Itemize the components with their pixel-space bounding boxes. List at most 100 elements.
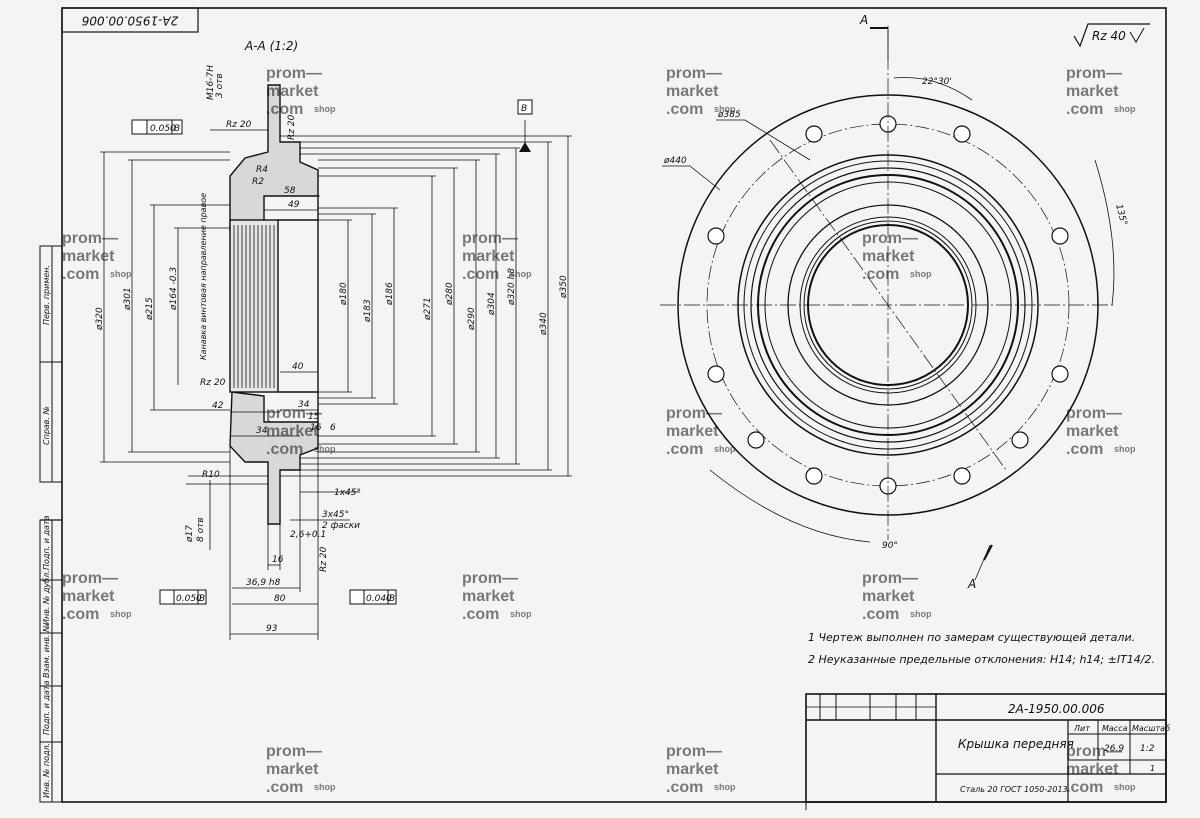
top-code: 2А-1950.00.006 xyxy=(81,14,178,28)
svg-text:.com: .com xyxy=(862,606,899,623)
svg-text:prom—: prom— xyxy=(862,230,918,247)
angle-top: 22°30' xyxy=(922,77,952,87)
svg-text:market: market xyxy=(266,423,319,440)
svg-text:shop: shop xyxy=(314,444,336,454)
dim-d280: ø280 xyxy=(445,282,455,306)
hole-dia: ø17 xyxy=(185,525,195,543)
svg-text:market: market xyxy=(266,761,319,778)
plan-center-lines xyxy=(660,30,1115,540)
side-stamp-labels: Перв. примен. Справ. № Подп. и дата Инв.… xyxy=(42,265,51,798)
dia-bolt: ø385 xyxy=(717,110,741,120)
svg-text:shop: shop xyxy=(910,609,932,619)
runout-top: 0.050 xyxy=(150,124,176,134)
svg-text:shop: shop xyxy=(1114,782,1136,792)
cut-label-top: А xyxy=(859,13,868,27)
runout-bottom-left-base: В xyxy=(199,594,205,604)
svg-text:.com: .com xyxy=(666,441,703,458)
watermark: prom— market .com shop xyxy=(62,570,132,623)
col-mass: Масса xyxy=(1102,724,1128,733)
angle-right: 135° xyxy=(1113,203,1128,227)
stamp-label: Перв. примен. xyxy=(42,265,51,325)
watermark: prom— market .com shop xyxy=(1066,65,1136,118)
cut-label-bottom: А xyxy=(967,577,976,591)
svg-text:prom—: prom— xyxy=(266,743,322,760)
rz-bottom: Rz 20 xyxy=(319,546,329,572)
dim-16a: 16 xyxy=(310,423,322,433)
chamfer-2: 3x45° xyxy=(322,510,349,520)
svg-text:market: market xyxy=(862,248,915,265)
designation: 2А-1950.00.006 xyxy=(1008,702,1105,716)
dim-d301: ø301 xyxy=(123,287,133,311)
dim-40: 40 xyxy=(292,362,304,372)
svg-text:market: market xyxy=(62,248,115,265)
mass-value: 26.9 xyxy=(1104,744,1124,754)
dim-d180: ø180 xyxy=(339,282,349,306)
svg-text:shop: shop xyxy=(510,269,532,279)
radius-r4: R4 xyxy=(256,165,268,175)
watermark: prom— market .com shop xyxy=(266,405,336,458)
material: Сталь 20 ГОСТ 1050-2013 xyxy=(960,785,1068,794)
watermark: prom— market .com shop xyxy=(462,570,532,623)
svg-text:.com: .com xyxy=(862,266,899,283)
groove-note: Канавка винтовая направление правое xyxy=(199,193,208,360)
bolt-holes xyxy=(707,115,1069,495)
angle-bottom: 90° xyxy=(882,541,898,551)
thread-qty: 3 отв xyxy=(215,73,225,98)
svg-text:.com: .com xyxy=(462,266,499,283)
note-2: 2 Неуказанные предельные отклонения: H14… xyxy=(808,653,1155,666)
dim-49: 49 xyxy=(288,200,300,210)
svg-text:shop: shop xyxy=(910,269,932,279)
dim-d304: ø304 xyxy=(487,292,497,316)
watermark: prom— market .com shop xyxy=(666,65,736,118)
svg-text:market: market xyxy=(1066,83,1119,100)
stamp-label: Подп. и дата xyxy=(42,515,51,570)
runout-bottom-right: 0.040 xyxy=(366,594,392,604)
svg-text:.com: .com xyxy=(666,779,703,796)
tolerance-26: 2,6+0.1 xyxy=(290,530,326,540)
svg-text:prom—: prom— xyxy=(862,570,918,587)
watermark: prom— market .com shop xyxy=(862,230,932,283)
dim-42: 42 xyxy=(212,401,224,411)
runout-bottom-right-base: В xyxy=(389,594,395,604)
rz-groove: Rz 20 xyxy=(200,378,226,388)
svg-text:shop: shop xyxy=(110,269,132,279)
runout-bottom-left: 0.050 xyxy=(176,594,202,604)
svg-text:shop: shop xyxy=(314,782,336,792)
watermark: prom— market .com shop xyxy=(266,65,336,118)
svg-text:shop: shop xyxy=(1114,104,1136,114)
svg-text:.com: .com xyxy=(666,101,703,118)
dim-15: 15 xyxy=(308,412,320,422)
watermark: prom— market .com shop xyxy=(666,405,736,458)
stamp-label: Подп. и дата xyxy=(42,680,51,735)
stamp-label: Справ. № xyxy=(42,406,51,445)
svg-text:market: market xyxy=(666,83,719,100)
hole-qty: 8 отв xyxy=(196,517,206,542)
watermark: prom— market .com shop xyxy=(1066,405,1136,458)
svg-text:.com: .com xyxy=(1066,441,1103,458)
svg-text:prom—: prom— xyxy=(462,230,518,247)
dim-6: 6 xyxy=(330,423,336,433)
svg-text:.com: .com xyxy=(266,441,303,458)
svg-text:market: market xyxy=(1066,423,1119,440)
svg-text:prom—: prom— xyxy=(666,743,722,760)
svg-text:prom—: prom— xyxy=(1066,743,1122,760)
svg-text:.com: .com xyxy=(62,266,99,283)
svg-text:shop: shop xyxy=(1114,444,1136,454)
dim-16b: 16 xyxy=(272,555,284,565)
surface-finish-symbol: Rz 40 xyxy=(1073,23,1150,48)
svg-text:prom—: prom— xyxy=(62,570,118,587)
dim-36-9: 36,9 h8 xyxy=(246,578,281,588)
dim-80: 80 xyxy=(274,594,286,604)
dim-d186: ø186 xyxy=(385,282,395,306)
dim-34a: 34 xyxy=(256,426,268,436)
dim-d290: ø290 xyxy=(467,307,477,331)
rz-right: Rz 20 xyxy=(287,114,297,140)
watermark: prom— market .com shop xyxy=(1066,743,1136,796)
tolerance-frames xyxy=(131,99,533,605)
svg-text:prom—: prom— xyxy=(666,65,722,82)
title-block-text: 2А-1950.00.006 Крышка передняя Сталь 20 … xyxy=(958,702,1170,794)
svg-text:shop: shop xyxy=(714,782,736,792)
svg-text:prom—: prom— xyxy=(62,230,118,247)
svg-text:market: market xyxy=(266,83,319,100)
dim-34b: 34 xyxy=(298,400,310,410)
